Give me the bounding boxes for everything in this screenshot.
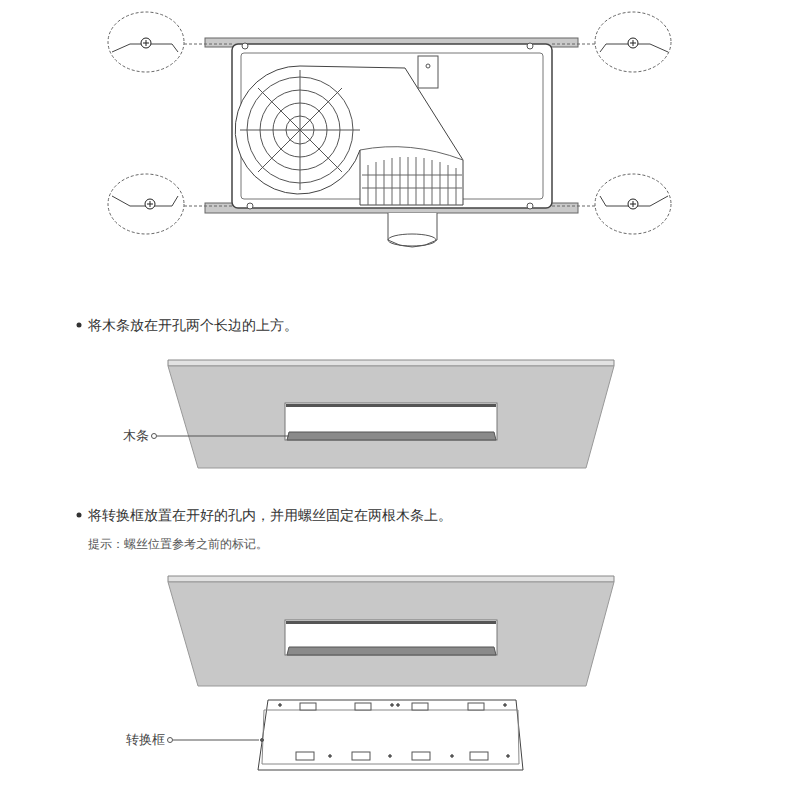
ceiling-panel xyxy=(168,576,614,686)
leader-line xyxy=(152,434,290,439)
instruction-text: 将木条放在开孔两个长边的上方。 xyxy=(88,317,298,334)
ceiling-panel xyxy=(168,360,614,468)
hint-text: 提示：螺丝位置参考之前的标记。 xyxy=(88,538,268,552)
part-label: 木条 xyxy=(123,428,149,444)
part-label: 转换框 xyxy=(126,732,165,748)
detail-callouts xyxy=(108,12,671,234)
conversion-frame xyxy=(258,700,523,770)
bullet-dot xyxy=(77,513,82,518)
instruction-text: 将转换框放置在开好的孔内，并用螺丝固定在两根木条上。 xyxy=(88,507,452,524)
leader-line xyxy=(168,738,260,743)
fan-unit xyxy=(205,38,578,247)
bullet-dot xyxy=(77,323,82,328)
